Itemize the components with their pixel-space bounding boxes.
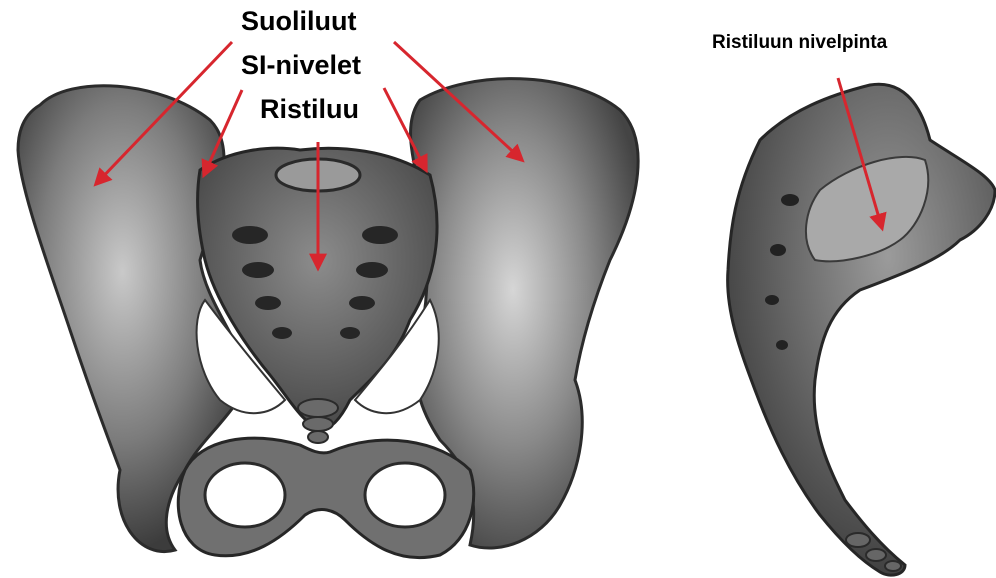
label-si-nivelet: SI-nivelet bbox=[241, 50, 361, 81]
coccyx-front bbox=[298, 399, 338, 443]
pelvis-front-illustration bbox=[18, 79, 638, 558]
right-obturator-foramen bbox=[365, 463, 445, 527]
label-ristiluu: Ristiluu bbox=[260, 94, 359, 125]
label-suoliluut: Suoliluut bbox=[241, 6, 356, 37]
label-ristiluun-nivelpinta: Ristiluun nivelpinta bbox=[712, 32, 887, 54]
left-obturator-foramen bbox=[205, 463, 285, 527]
